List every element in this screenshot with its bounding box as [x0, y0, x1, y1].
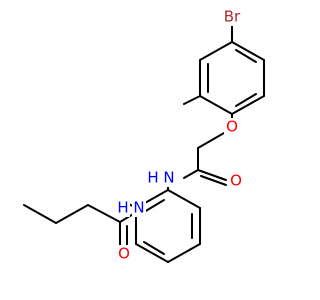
- ether-oxygen-label: O: [226, 118, 238, 136]
- bond-carbonyl-oxygen-1: [197, 169, 227, 181]
- bond-butanamide-chain-2: [55, 204, 89, 224]
- ether-oxygen-label-background: [224, 118, 240, 136]
- bond-methyl: [183, 95, 201, 105]
- lower-amide-hydrogen-label: H: [117, 199, 128, 217]
- bromine-label: Br: [224, 8, 241, 26]
- upper-amide-hydrogen-label: H: [147, 169, 158, 187]
- bond-top-ring-inner-2: [235, 93, 257, 107]
- upper-amide-hydrogen-label-background: [146, 169, 160, 187]
- bond-bottom-ring-1: [167, 189, 201, 209]
- atom-label-group: Br O O N H N H O: [116, 8, 244, 263]
- bond-ether-ch2: [197, 132, 225, 149]
- upper-amide-nitrogen-label-background: [162, 169, 176, 187]
- bond-carbonyl-nitrogen: [183, 169, 199, 179]
- bond-top-ring-6: [199, 41, 233, 61]
- upper-amide-nitrogen-label: N: [163, 169, 174, 187]
- bond-carbonyl-oxygen-2: [200, 175, 227, 186]
- lower-amide-nitrogen-label-background: [132, 199, 146, 217]
- upper-amide-oxygen-label-background: [228, 172, 244, 190]
- lower-amide-oxygen-label-background: [116, 245, 132, 263]
- bond-butanamide-chain-3: [23, 204, 57, 224]
- bond-group: [23, 24, 265, 263]
- lower-amide-hydrogen-label-background: [116, 199, 130, 217]
- bond-top-ring-3: [231, 95, 265, 115]
- lower-amide-oxygen-label: O: [118, 245, 130, 263]
- molecule-structure-canvas: Br O O N H N H O: [23, 7, 265, 263]
- molecule-structure-diagram: Br O O N H N H O: [23, 8, 265, 263]
- bond-top-ring-1: [231, 41, 265, 61]
- bond-top-ring-4: [199, 95, 233, 115]
- bromine-label-background: [222, 8, 242, 26]
- bond-top-ring-inner-1: [235, 49, 257, 63]
- lower-amide-nitrogen-label: N: [133, 199, 144, 217]
- bond-bottom-ring-inner-3: [143, 199, 165, 213]
- bond-bottom-ring-3: [167, 243, 201, 263]
- bond-bottom-ring-inner-2: [143, 241, 165, 255]
- bond-butanamide-chain-1: [87, 204, 121, 223]
- bond-bottom-ring-4: [135, 243, 169, 263]
- upper-amide-oxygen-label: O: [230, 172, 242, 190]
